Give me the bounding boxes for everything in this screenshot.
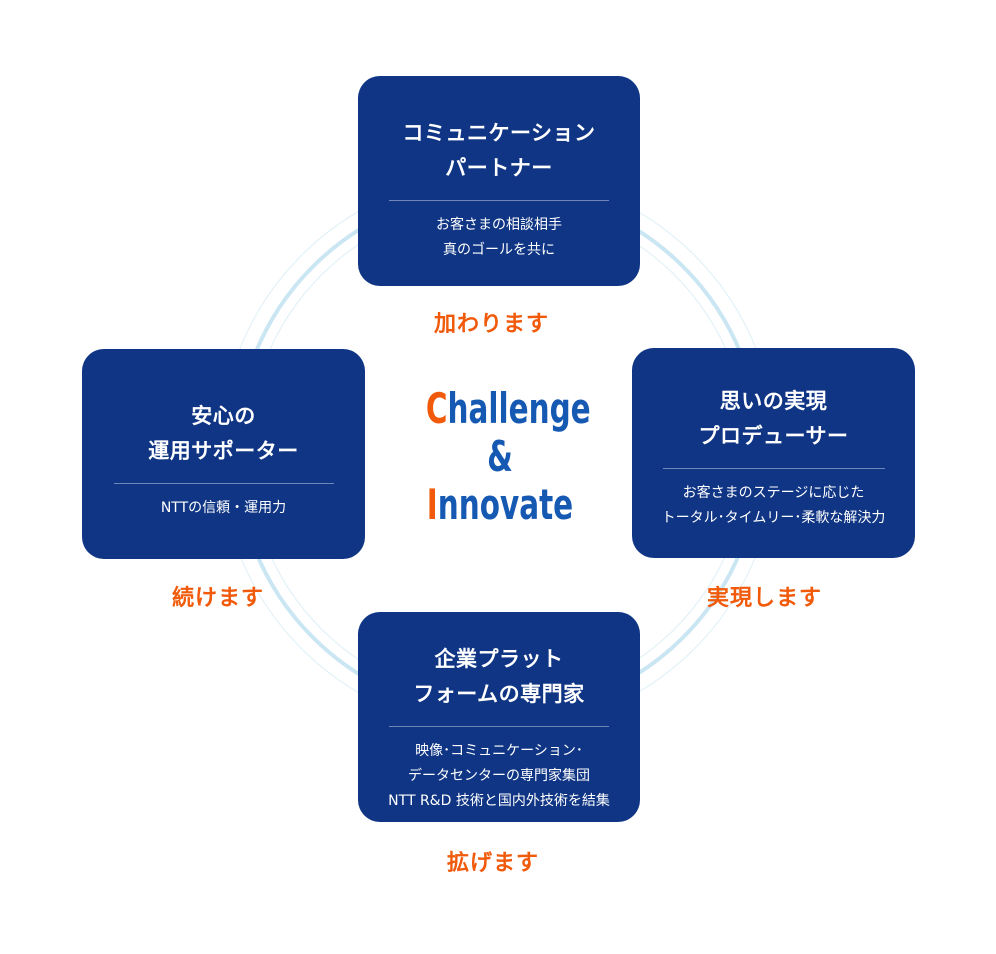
- card-divider: [113, 483, 334, 484]
- verb-label-join: 加わります: [434, 312, 550, 337]
- card-title: コミュニケーション パートナー: [402, 121, 596, 180]
- center-slogan: Challenge & Innovate: [425, 384, 591, 529]
- card-description: お客さまの相談相手 真のゴールを共に: [436, 217, 562, 258]
- card-title: 安心の 運用サポーター: [148, 404, 299, 463]
- card-description: お客さまのステージに応じた トータル･タイムリー･柔軟な解決力: [661, 485, 886, 526]
- card-title: 企業プラット フォームの専門家: [413, 647, 585, 706]
- card-platform-expert: 企業プラット フォームの専門家 映像･コミュニケーション･ データセンターの専門…: [358, 612, 640, 822]
- card-operation-supporter: 安心の 運用サポーター NTTの信頼・運用力: [82, 349, 365, 559]
- slogan-line-challenge: Challenge: [425, 384, 591, 433]
- card-description: 映像･コミュニケーション･ データセンターの専門家集団 NTT R&D 技術と国…: [388, 743, 610, 809]
- card-realization-producer: 思いの実現 プロデューサー お客さまのステージに応じた トータル･タイムリー･柔…: [632, 348, 915, 558]
- slogan-initial-c: C: [425, 384, 448, 433]
- card-divider: [389, 726, 609, 727]
- slogan-word-challenge: hallenge: [447, 384, 591, 433]
- card-communication-partner: コミュニケーション パートナー お客さまの相談相手 真のゴールを共に: [358, 76, 640, 286]
- verb-label-expand: 拡げます: [447, 851, 540, 876]
- slogan-ampersand: &: [487, 432, 513, 481]
- slogan-line-innovate: Innovate: [426, 481, 574, 529]
- slogan-initial-i: I: [426, 480, 438, 529]
- verb-label-continue: 続けます: [172, 586, 265, 611]
- card-divider: [662, 468, 885, 469]
- card-title: 思いの実現 プロデューサー: [698, 389, 849, 448]
- slogan-word-innovate: nnovate: [437, 480, 574, 529]
- verb-label-realize: 実現します: [707, 586, 823, 611]
- card-divider: [389, 200, 609, 201]
- card-description: NTTの信頼・運用力: [160, 500, 287, 516]
